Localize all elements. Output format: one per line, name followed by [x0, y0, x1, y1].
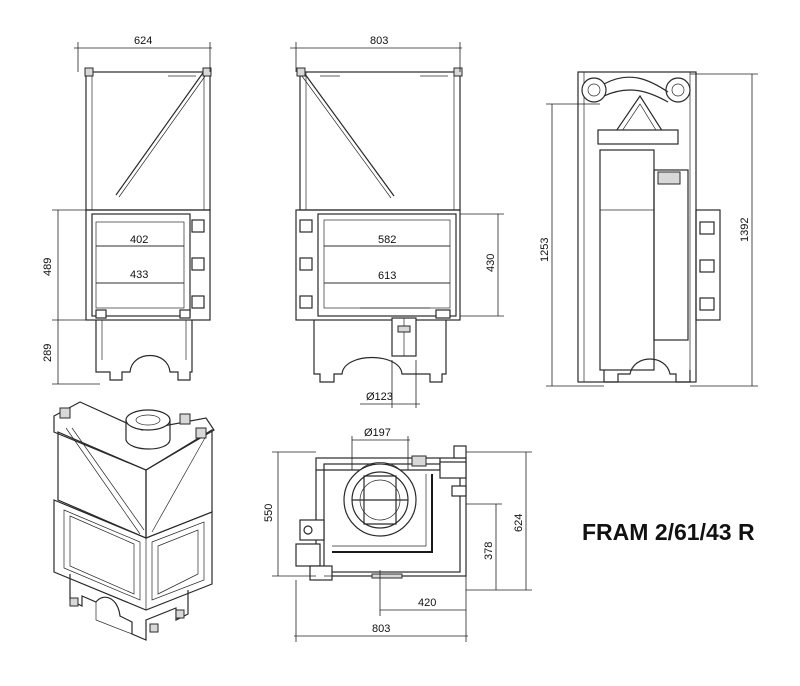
dim-front-width: 624	[134, 35, 152, 47]
side-view	[295, 67, 463, 383]
plan-dimensions: Ø197 550 624 378 420 803	[263, 427, 532, 642]
profile-view	[577, 71, 721, 383]
plan-view	[295, 445, 467, 581]
dim-front-inner-1: 402	[130, 234, 148, 246]
profile-dimensions: 1253 1392	[539, 73, 758, 387]
dim-plan-inner-width: 420	[418, 597, 436, 609]
dim-profile-height: 1253	[539, 238, 551, 262]
dim-total-height: 1392	[739, 218, 751, 242]
dim-side-width: 803	[370, 35, 388, 47]
dim-front-inner-2: 433	[130, 269, 148, 281]
isometric-view	[53, 401, 215, 641]
dim-side-inner-2: 613	[378, 270, 396, 282]
dim-front-base: 289	[42, 344, 54, 362]
front-dimensions: 624 402 433 489 289	[42, 35, 212, 385]
dim-front-height: 489	[42, 258, 54, 276]
dim-plan-right: 624	[513, 514, 525, 532]
dim-flue-side: Ø123	[366, 391, 393, 403]
front-view	[84, 67, 212, 381]
dim-plan-depth: 550	[263, 504, 275, 522]
dim-plan-width: 803	[372, 623, 390, 635]
side-dimensions: 803 582 613 430 Ø123	[290, 35, 504, 408]
model-title: FRAM 2/61/43 R	[582, 519, 755, 545]
dim-flue-top: Ø197	[364, 427, 391, 439]
dim-plan-right-inner: 378	[483, 542, 495, 560]
dim-side-inner-1: 582	[378, 234, 396, 246]
dim-side-glass-height: 430	[485, 254, 497, 272]
